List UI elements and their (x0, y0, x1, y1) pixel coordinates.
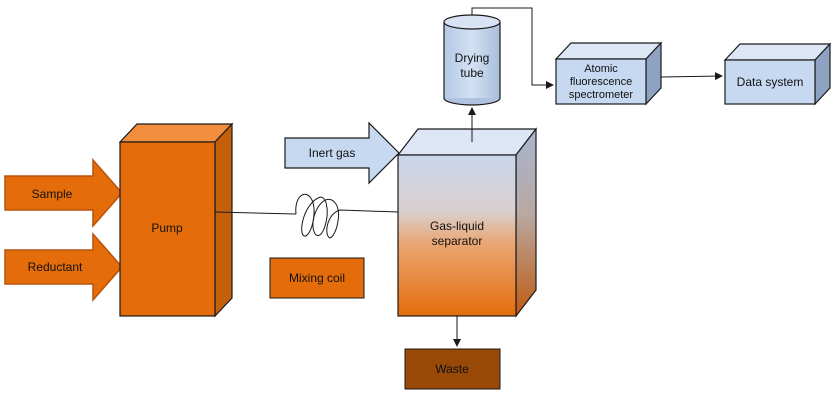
afs-to-data-system-arrow (660, 72, 723, 81)
reductant-arrow: Reductant (4, 232, 123, 302)
pump-box: Pump (118, 122, 234, 318)
drying-tube-cylinder: Drying tube (443, 14, 501, 106)
mixing-coil-loops (295, 193, 399, 239)
mixing-coil-box: Mixing coil (269, 257, 365, 299)
gas-liquid-separator-box: Gas-liquid separator (396, 127, 538, 318)
afs-label-line1: Atomic (584, 63, 618, 75)
data-system-label: Data system (737, 75, 804, 89)
waste-box: Waste (404, 348, 501, 390)
pump-label: Pump (151, 221, 183, 235)
afs-label-line2: fluorescence (570, 76, 632, 88)
inert-gas-label: Inert gas (309, 146, 356, 160)
mixing-coil-label: Mixing coil (289, 271, 345, 285)
sample-label: Sample (32, 187, 73, 201)
inert-gas-arrow: Inert gas (284, 121, 400, 185)
drying-tube-to-afs-arrow (471, 7, 554, 89)
reductant-label: Reductant (28, 260, 83, 274)
separator-label-line1: Gas-liquid (430, 219, 484, 233)
pump-to-coil-line (214, 211, 297, 215)
afs-label-line3: spectrometer (569, 89, 634, 101)
drying-tube-label-line1: Drying (455, 51, 490, 65)
waste-label: Waste (435, 362, 469, 376)
atomic-fluorescence-spectrometer-box: Atomic fluorescence spectrometer (554, 41, 663, 106)
sample-arrow: Sample (4, 158, 123, 228)
drying-tube-label-line2: tube (460, 66, 484, 80)
data-system-box: Data system (723, 42, 832, 106)
separator-label-line2: separator (432, 234, 483, 248)
